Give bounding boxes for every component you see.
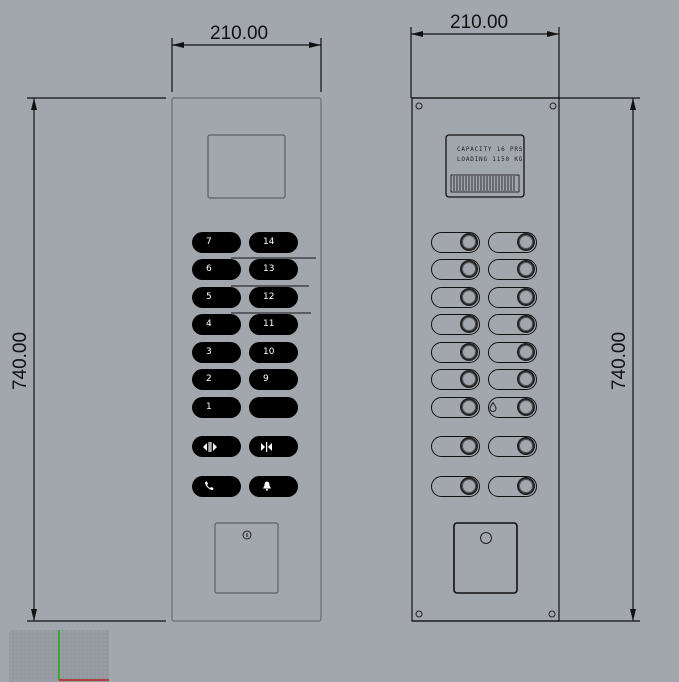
capacity-line-2: LOADING 1150 KG xyxy=(457,156,524,163)
display-window xyxy=(207,134,286,199)
front-height-dimension xyxy=(27,97,166,622)
back-width-dimension xyxy=(410,27,560,98)
door-open-button[interactable] xyxy=(192,436,241,457)
back-button-r8-l xyxy=(431,436,480,457)
floor-button-10[interactable]: 10 xyxy=(249,342,298,363)
front-width-dimension xyxy=(171,38,322,92)
button-ring-icon xyxy=(460,315,478,333)
floor-button-9[interactable]: 9 xyxy=(249,369,298,390)
button-ring-icon xyxy=(460,288,478,306)
floor-button-2[interactable]: 2 xyxy=(192,369,241,390)
keyswitch-box xyxy=(214,522,279,594)
key-lock-icon xyxy=(242,530,252,540)
button-ring-icon xyxy=(517,370,535,388)
capacity-line-1: CAPACITY 16 PRS xyxy=(457,146,524,153)
floor-button-12[interactable]: 12 xyxy=(249,287,298,308)
floor-button-11[interactable]: 11 xyxy=(249,314,298,335)
back-button-r1-r xyxy=(488,232,537,253)
button-ring-icon xyxy=(517,477,535,495)
floor-button-14[interactable]: 14 xyxy=(249,232,298,253)
door-open-icon xyxy=(203,442,217,452)
back-button-r5-r xyxy=(488,342,537,363)
alarm-bell-button[interactable] xyxy=(249,476,298,497)
back-button-r8-r xyxy=(488,436,537,457)
button-ring-icon xyxy=(517,343,535,361)
water-drop-icon xyxy=(489,402,497,412)
back-button-r6-l xyxy=(431,369,480,390)
button-ring-icon xyxy=(460,260,478,278)
floor-button-4[interactable]: 4 xyxy=(192,314,241,335)
door-close-button[interactable] xyxy=(249,436,298,457)
button-ring-icon xyxy=(460,477,478,495)
phone-icon xyxy=(205,481,214,490)
door-close-icon xyxy=(261,442,272,452)
back-button-r5-l xyxy=(431,342,480,363)
back-height-label: 740.00 xyxy=(609,331,631,391)
back-button-r6-r xyxy=(488,369,537,390)
button-ring-icon xyxy=(517,288,535,306)
button-ring-icon xyxy=(517,315,535,333)
back-button-r1-l xyxy=(431,232,480,253)
back-button-r9-r xyxy=(488,476,537,497)
button-ring-icon xyxy=(460,437,478,455)
button-ring-icon xyxy=(460,398,478,416)
floor-button-3[interactable]: 3 xyxy=(192,342,241,363)
bell-icon xyxy=(263,481,271,491)
floor-button-13[interactable]: 13 xyxy=(249,259,298,280)
front-height-label: 740.00 xyxy=(10,331,32,391)
back-button-r2-l xyxy=(431,259,480,280)
button-ring-icon xyxy=(460,233,478,251)
floor-button-7[interactable]: 7 xyxy=(192,232,241,253)
button-ring-icon xyxy=(517,233,535,251)
back-keyswitch-box xyxy=(453,522,518,594)
floor-button-5[interactable]: 5 xyxy=(192,287,241,308)
back-width-label: 210.00 xyxy=(450,12,509,33)
front-width-label: 210.00 xyxy=(210,23,269,44)
back-button-r2-r xyxy=(488,259,537,280)
button-ring-icon xyxy=(460,343,478,361)
floor-button-blank[interactable] xyxy=(249,397,298,418)
back-button-r3-l xyxy=(431,287,480,308)
capacity-plate xyxy=(445,134,525,198)
back-button-r4-l xyxy=(431,314,480,335)
back-button-r4-r xyxy=(488,314,537,335)
button-ring-icon xyxy=(517,398,535,416)
floor-button-1[interactable]: 1 xyxy=(192,397,241,418)
back-panel xyxy=(411,97,560,622)
back-button-r9-l xyxy=(431,476,480,497)
mounting-holes xyxy=(415,102,557,618)
front-panel xyxy=(171,97,322,622)
phone-button[interactable] xyxy=(192,476,241,497)
floor-button-6[interactable]: 6 xyxy=(192,259,241,280)
button-ring-icon xyxy=(460,370,478,388)
back-key-hole-icon xyxy=(480,532,492,544)
back-button-r3-r xyxy=(488,287,537,308)
button-ring-icon xyxy=(517,260,535,278)
button-ring-icon xyxy=(517,437,535,455)
back-button-r7-l xyxy=(431,397,480,418)
back-button-r7-r xyxy=(488,397,537,418)
viewport-grid xyxy=(9,630,109,682)
